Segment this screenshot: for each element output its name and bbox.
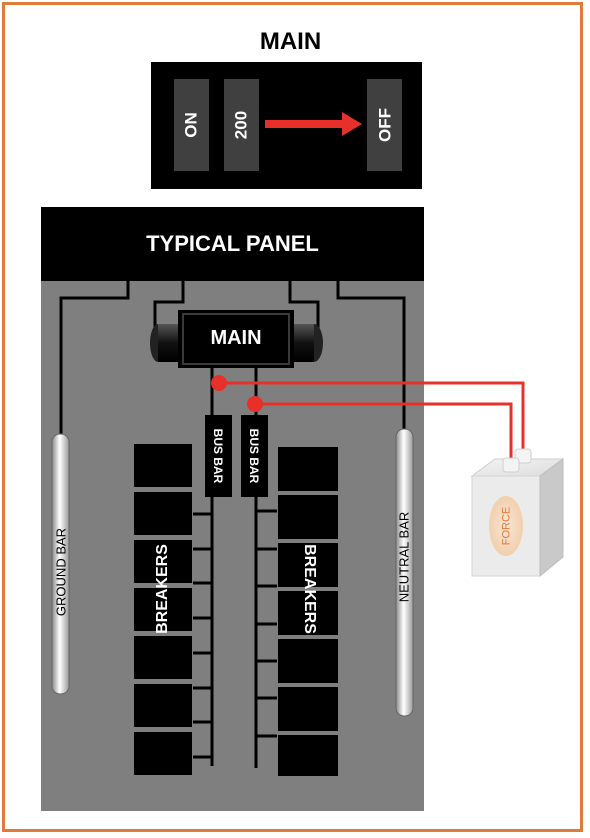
breakers-left-dividers [134,487,192,729]
panel-header [41,207,424,281]
tester-device [470,448,565,578]
breakers-left-group [134,444,192,775]
panel-title: TYPICAL PANEL [146,231,319,256]
switch-off-pad [367,79,402,171]
bus-bar-left-label: BUS BAR [211,428,225,484]
diagram-frame [2,2,583,832]
bus-bar-right-label: BUS BAR [247,428,261,484]
switch-rating-label: 200 [231,110,251,140]
tester-device-label: FORCE [500,506,513,546]
ground-bar [51,433,70,695]
breakers-right-dividers [278,491,338,733]
switch-on-pad [174,79,209,171]
panel-wiring [59,281,406,768]
test-probe-1 [211,375,227,391]
panel-body [41,207,424,811]
bus-bar-right [241,415,268,497]
test-probe-2 [247,396,263,412]
main-breaker-inner [182,313,290,365]
main-switch-title: MAIN [259,28,322,55]
switch-arrow-head [342,112,362,136]
test-leads [219,381,525,460]
switch-on-label: ON [181,112,201,138]
switch-off-label: OFF [375,108,395,142]
neutral-bar-label: NEUTRAL BAR [396,511,412,603]
main-breaker-label: MAIN [210,327,262,349]
neutral-bar [395,428,414,717]
breakers-right-group [278,447,338,776]
ground-bar-label: GROUND BAR [53,527,69,617]
switch-rating-pad [224,79,259,171]
breakers-right-label: BREAKERS [301,544,318,634]
breakers-left-label: BREAKERS [154,544,171,634]
bus-bar-left [205,415,232,497]
